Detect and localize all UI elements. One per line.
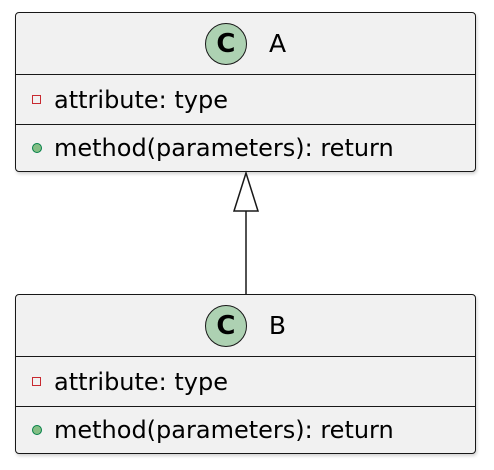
stereotype-letter: C — [216, 28, 236, 59]
class-stereotype-icon: C — [204, 22, 247, 65]
method-text-a: method(parameters): return — [54, 133, 394, 162]
inheritance-arrowhead-icon — [232, 170, 260, 212]
attribute-row-b: attribute: type — [16, 357, 475, 407]
attribute-row-a: attribute: type — [16, 75, 475, 125]
class-name-b: B — [268, 311, 287, 340]
class-box-a[interactable]: C A attribute: type method(parameters): … — [15, 12, 476, 172]
stereotype-letter: C — [216, 310, 236, 341]
attribute-text-a: attribute: type — [54, 85, 229, 114]
class-name-a: A — [268, 29, 287, 58]
class-header-b: C B — [16, 295, 475, 357]
private-visibility-icon — [32, 377, 41, 386]
class-header-a: C A — [16, 13, 475, 75]
class-stereotype-icon: C — [204, 304, 247, 347]
public-visibility-icon — [32, 424, 42, 435]
private-visibility-icon — [32, 95, 41, 104]
class-box-b[interactable]: C B attribute: type method(parameters): … — [15, 294, 476, 454]
public-visibility-icon — [32, 142, 42, 153]
attribute-text-b: attribute: type — [54, 367, 229, 396]
method-text-b: method(parameters): return — [54, 415, 394, 444]
method-row-b: method(parameters): return — [16, 407, 475, 452]
method-row-a: method(parameters): return — [16, 125, 475, 170]
